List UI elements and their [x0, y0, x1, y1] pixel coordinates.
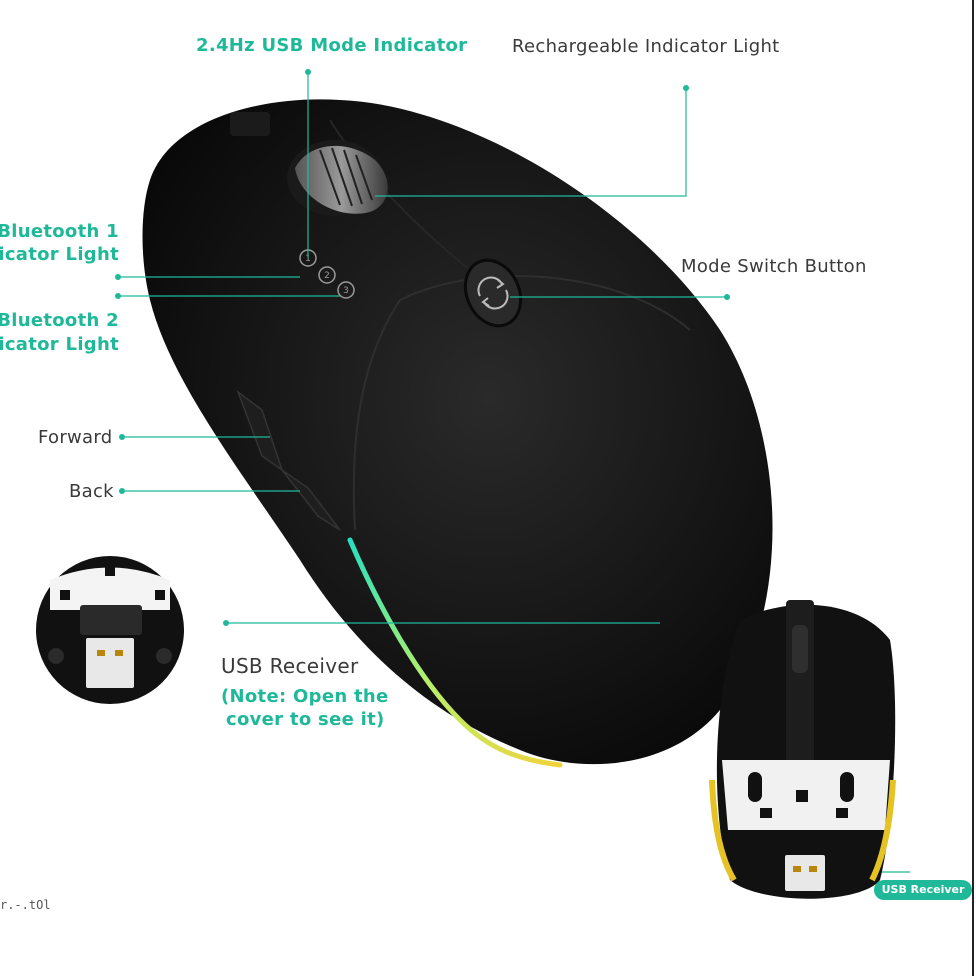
indicator-2-circle — [318, 266, 336, 284]
indicator-3-number: 3 — [343, 286, 349, 296]
label-bluetooth1-line2: ndicator Light — [0, 244, 119, 265]
label-note-line1: (Note: Open the — [221, 686, 389, 707]
cycle-arrows-icon — [477, 276, 509, 310]
label-rechargeable-indicator: Rechargeable Indicator Light — [512, 36, 780, 57]
back-side-button — [281, 469, 341, 531]
underside-yellow-strip-right — [869, 779, 896, 882]
indicator-1-number: 1 — [305, 254, 311, 264]
wheel-ribs — [319, 147, 373, 207]
label-back: Back — [69, 481, 114, 502]
usb-receiver-badge: USB Receiver — [874, 880, 972, 900]
underside-mouse — [709, 600, 896, 899]
label-bluetooth2-line1: Bluetooth 2 — [0, 310, 119, 331]
underside-yellow-strip-left — [709, 779, 737, 882]
underside-wheel — [792, 625, 808, 673]
cover-seam — [352, 299, 401, 531]
inset-usb-plug — [86, 638, 134, 688]
underside-usb-receiver — [785, 855, 825, 891]
label-mode-switch-button: Mode Switch Button — [681, 256, 867, 277]
mouse-shell — [142, 99, 773, 765]
inset-battery-tray — [50, 567, 170, 610]
button-split — [329, 119, 471, 271]
indicator-3-circle — [337, 281, 355, 299]
scroll-wheel — [295, 145, 388, 214]
shell-seam — [399, 275, 691, 331]
indicator-2-number: 2 — [324, 271, 330, 281]
label-forward: Forward — [38, 427, 113, 448]
callout-recharge — [375, 88, 687, 197]
label-bluetooth2-line2: ndicator Light — [0, 334, 119, 355]
callout-dots — [115, 69, 730, 626]
rgb-light-strip — [347, 537, 563, 768]
label-usb-mode-indicator: 2.4Hz USB Mode Indicator — [196, 35, 468, 56]
watermark-text: r.-.tOl — [0, 898, 51, 912]
mode-switch-button — [463, 258, 523, 328]
label-usb-receiver: USB Receiver — [221, 654, 359, 678]
label-note-line2: cover to see it) — [226, 709, 385, 730]
main-mouse — [142, 99, 773, 768]
inset-receiver-slot — [80, 605, 142, 635]
receiver-inset — [36, 556, 184, 704]
top-vent — [230, 112, 270, 136]
label-bluetooth1-line1: Bluetooth 1 — [0, 221, 119, 242]
